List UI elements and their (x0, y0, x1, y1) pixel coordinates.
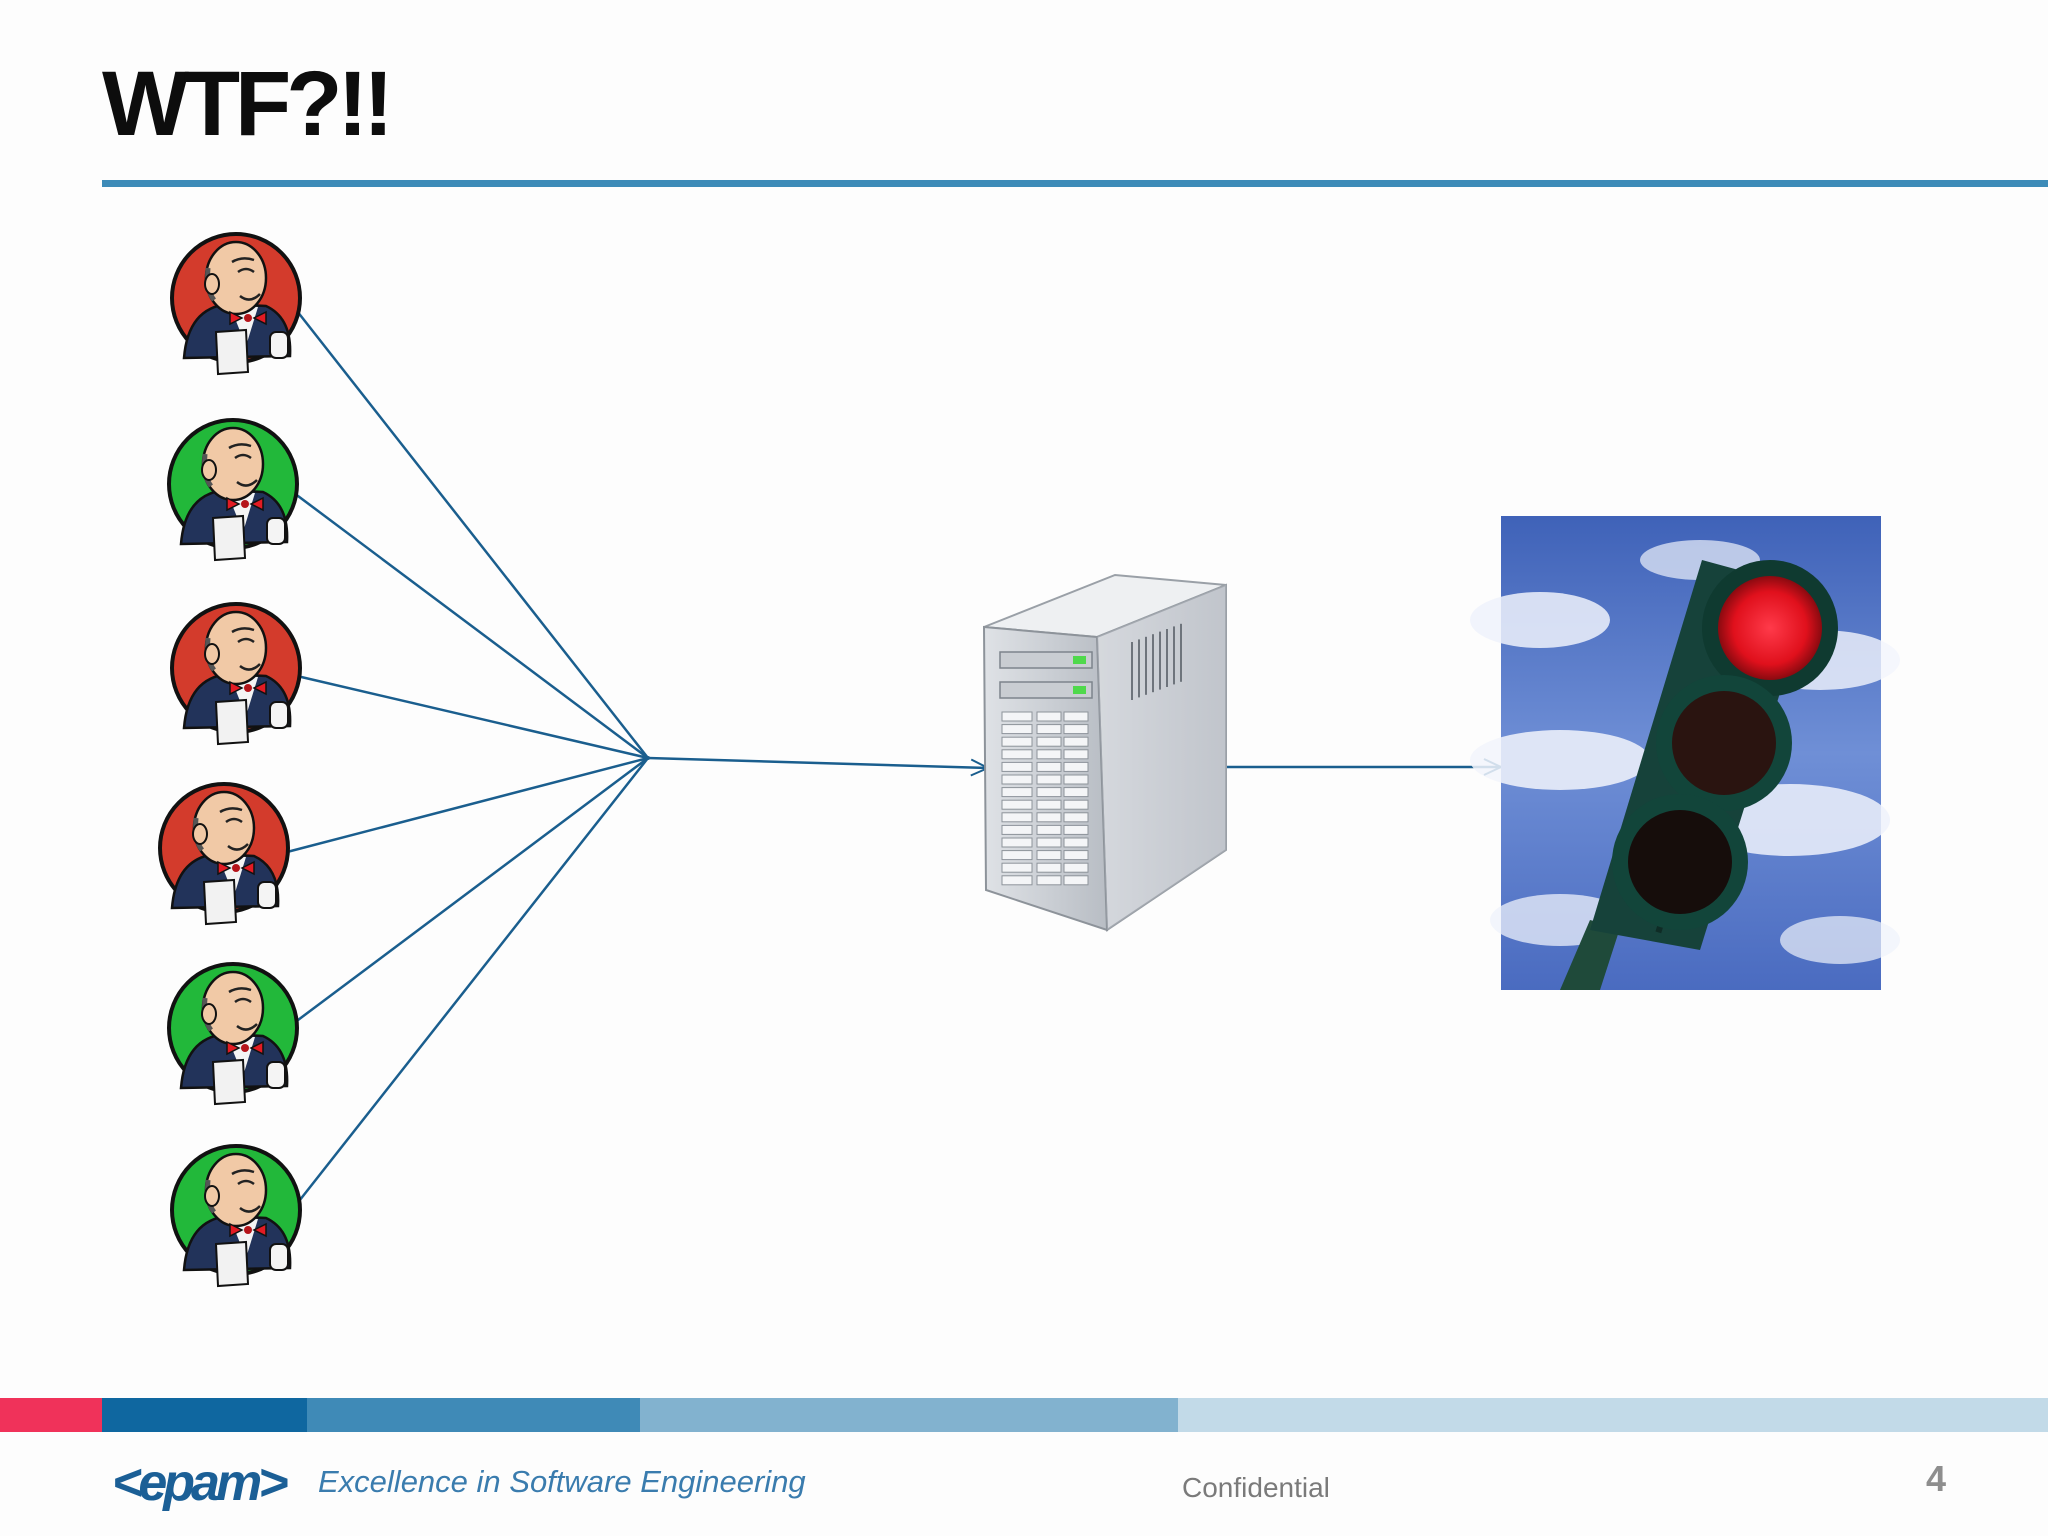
node-5-connector (285, 756, 649, 1031)
slide-title: WTF?!! (102, 53, 394, 155)
page-number: 4 (1926, 1458, 1947, 1499)
title-rule (102, 180, 2048, 187)
node-1-connector (296, 310, 649, 759)
jenkins-failed-icon (158, 782, 290, 926)
server-drive-bays (1001, 711, 1089, 886)
footer-bar-4 (640, 1398, 1178, 1432)
connection-lines (285, 310, 1501, 1211)
footer-bar-1 (0, 1398, 102, 1432)
node-3-connector (296, 674, 649, 760)
footer-bar-5 (1178, 1398, 2048, 1432)
jenkins-passed-icon (167, 418, 299, 562)
traffic-light-icon (1470, 516, 1900, 990)
node-4-connector (286, 756, 649, 854)
footer-bar-2 (102, 1398, 307, 1432)
footer-tagline: Excellence in Software Engineering (318, 1464, 806, 1499)
confidential-label: Confidential (1182, 1472, 1330, 1503)
arrow-to-server (647, 756, 988, 768)
server-tower-icon (982, 573, 1227, 932)
jenkins-failed-icon (170, 602, 302, 746)
epam-logo: <epam> (112, 1458, 292, 1512)
epam-logo-text: <epam> (112, 1458, 288, 1512)
footer-bar-3 (307, 1398, 640, 1432)
jenkins-nodes (158, 232, 302, 1288)
node-2-connector (293, 491, 649, 760)
server-vents (1131, 623, 1182, 700)
jenkins-failed-icon (170, 232, 302, 376)
jenkins-passed-icon (170, 1144, 302, 1288)
jenkins-passed-icon (167, 962, 299, 1106)
node-6-connector (291, 757, 649, 1211)
